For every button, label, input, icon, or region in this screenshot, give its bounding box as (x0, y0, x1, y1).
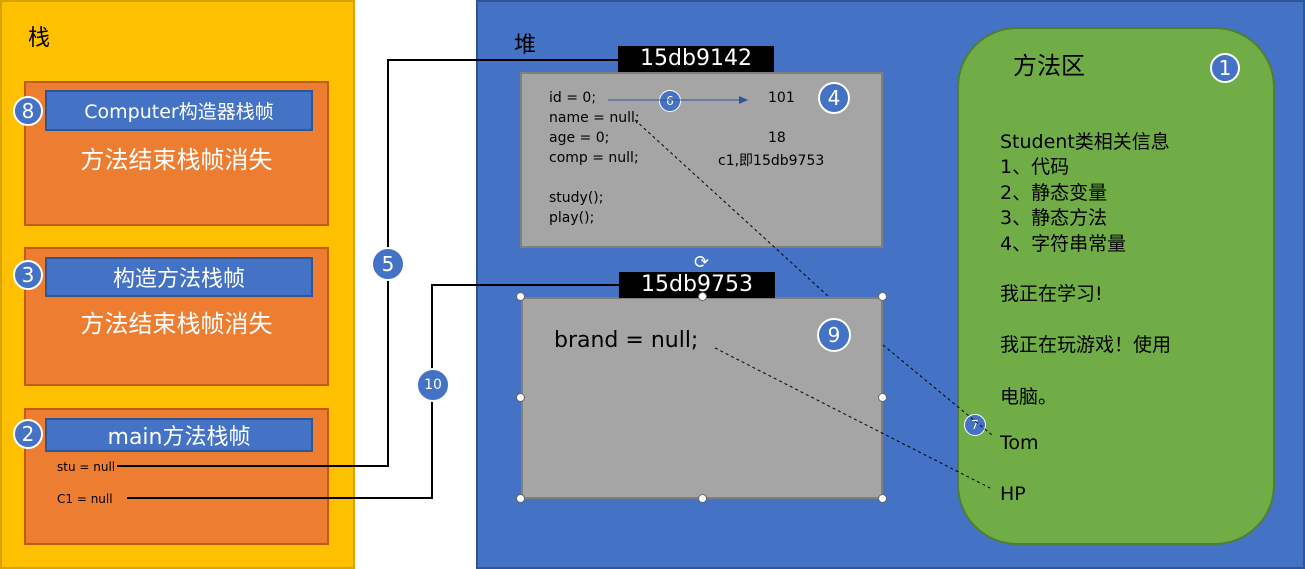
class-info-string-constants: 4、字符串常量 (1000, 233, 1127, 255)
resize-handle[interactable] (878, 494, 887, 503)
computer-constructor-frame-title: Computer构造器栈帧 (45, 90, 313, 131)
badge-7: 7 (964, 414, 986, 436)
resize-handle[interactable] (516, 494, 525, 503)
comp-dashed-line (634, 119, 830, 298)
badge-2: 2 (13, 419, 43, 449)
address-15db9142: 15db9142 (618, 46, 774, 72)
name-tom-dashed-line (882, 344, 993, 436)
method-play: play(); (549, 210, 595, 226)
message-study: 我正在学习! (1000, 283, 1103, 305)
value-101: 101 (768, 90, 795, 106)
var-c1: C1 = null (57, 492, 113, 506)
heap-title: 堆 (514, 33, 537, 58)
method-area (957, 27, 1275, 545)
badge-8: 8 (13, 96, 43, 126)
stack-title: 栈 (28, 26, 51, 51)
resize-handle[interactable] (516, 292, 525, 301)
resize-handle[interactable] (878, 292, 887, 301)
badge-5: 5 (371, 247, 405, 281)
class-info-code: 1、代码 (1000, 156, 1070, 178)
value-18: 18 (768, 130, 786, 146)
field-comp: comp = null; (549, 150, 639, 166)
resize-handle[interactable] (516, 393, 525, 402)
badge-1: 1 (1210, 53, 1240, 83)
badge-4: 4 (818, 82, 850, 114)
constant-hp: HP (1000, 483, 1026, 505)
message-play-cont: 电脑。 (1000, 386, 1058, 408)
constant-tom: Tom (1000, 432, 1039, 454)
resize-handle[interactable] (878, 393, 887, 402)
class-info-title: Student类相关信息 (1000, 131, 1170, 153)
resize-handle[interactable] (698, 494, 707, 503)
computer-frame-text: 方法结束栈帧消失 (80, 146, 273, 174)
field-name: name = null; (549, 110, 640, 126)
brand-hp-dashed-line (714, 347, 991, 489)
method-area-title: 方法区 (1013, 52, 1085, 80)
message-play: 我正在玩游戏！使用 (1000, 334, 1172, 356)
resize-handle[interactable] (698, 292, 707, 301)
rotate-handle-icon[interactable]: ⟳ (694, 252, 710, 273)
value-comp-ref: c1,即15db9753 (718, 153, 825, 169)
constructor-frame-text: 方法结束栈帧消失 (80, 310, 273, 338)
arrowhead (739, 96, 748, 104)
stu-reference-line (117, 59, 618, 467)
badge-6: 6 (659, 90, 681, 112)
class-info-static-vars: 2、静态变量 (1000, 182, 1108, 204)
badge-9: 9 (817, 318, 851, 352)
var-stu: stu = null (57, 460, 116, 474)
field-age: age = 0; (549, 130, 610, 146)
constructor-frame-title: 构造方法栈帧 (45, 257, 313, 297)
badge-3: 3 (13, 260, 43, 290)
main-frame-title: main方法栈帧 (45, 418, 313, 452)
class-info-static-methods: 3、静态方法 (1000, 207, 1108, 229)
address-15db9753: 15db9753 (619, 272, 775, 298)
method-study: study(); (549, 190, 604, 206)
badge-10: 10 (416, 368, 450, 402)
field-brand: brand = null; (554, 328, 699, 353)
field-id: id = 0; (549, 90, 597, 106)
